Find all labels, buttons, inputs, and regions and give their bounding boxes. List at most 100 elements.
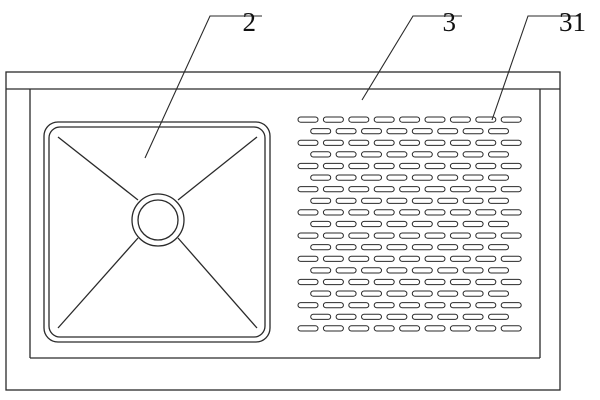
drain-slot xyxy=(411,290,433,297)
drain-slot xyxy=(322,325,344,332)
drain-slot xyxy=(297,186,319,193)
leader-line-2 xyxy=(144,15,262,159)
drain-slot xyxy=(310,220,332,228)
basin-slope-line-bottom-left xyxy=(57,237,139,329)
drain-slot xyxy=(348,302,370,309)
drain-slot xyxy=(373,186,395,193)
drain-slot xyxy=(322,278,344,286)
drain-slot xyxy=(437,197,459,204)
drain-slot xyxy=(424,232,446,239)
drain-slot xyxy=(437,290,459,297)
drain-slot xyxy=(386,313,408,320)
drain-slot xyxy=(386,244,408,251)
drain-slot xyxy=(322,162,344,170)
drain-slot xyxy=(310,244,332,251)
drain-slot xyxy=(386,267,408,274)
basin-slope-line-top-left xyxy=(57,136,139,201)
drain-slot xyxy=(449,162,471,170)
drain-slot xyxy=(424,302,446,309)
drain-slot xyxy=(411,220,433,228)
drain-slot xyxy=(322,209,344,216)
leader-line-3 xyxy=(361,15,462,101)
drain-slot xyxy=(488,151,509,158)
drain-slot xyxy=(399,255,421,262)
drain-slot xyxy=(310,174,332,181)
drain-slot xyxy=(335,174,357,181)
drain-slot xyxy=(335,197,357,204)
drain-slot xyxy=(462,267,484,274)
drain-slot xyxy=(348,209,370,216)
drain-slot xyxy=(310,290,332,297)
drain-slot xyxy=(348,186,370,193)
drain-slot xyxy=(322,116,344,123)
drain-slot xyxy=(310,128,332,135)
drain-slot xyxy=(335,244,357,251)
drain-slot xyxy=(424,186,446,193)
countertop-outer-edge xyxy=(5,71,561,391)
drain-slot xyxy=(386,220,408,228)
drain-slot xyxy=(488,290,509,297)
drain-slot xyxy=(411,128,433,135)
drain-slot xyxy=(424,255,446,262)
drain-slot xyxy=(361,197,382,204)
drain-slot xyxy=(373,302,395,309)
drain-slot xyxy=(475,302,497,309)
drain-slot xyxy=(348,278,370,286)
drain-slot xyxy=(411,197,433,204)
drain-slot xyxy=(335,128,357,135)
drain-slot xyxy=(310,151,332,158)
drain-slot xyxy=(488,174,509,181)
drain-slot xyxy=(500,255,522,262)
leader-line-31 xyxy=(491,15,580,121)
drain-slot xyxy=(475,232,497,239)
drainboard xyxy=(297,116,522,332)
drain-slot xyxy=(449,278,471,286)
drain-slot xyxy=(462,313,484,320)
drain-slot xyxy=(373,255,395,262)
drain-slot xyxy=(462,128,484,135)
drain-slot xyxy=(462,220,484,228)
drain-slot xyxy=(373,278,395,286)
drain-slot xyxy=(310,313,332,320)
drain-slot xyxy=(475,116,497,123)
basin-slope-line-bottom-right xyxy=(177,237,258,329)
drain-slot xyxy=(373,209,395,216)
drain-outer-ring xyxy=(131,193,185,247)
drain-slot xyxy=(297,162,319,170)
drain-slot xyxy=(335,220,357,228)
drain-slot xyxy=(424,116,446,123)
drain-slot xyxy=(297,209,319,216)
drain-slot xyxy=(449,139,471,146)
drain-slot xyxy=(500,116,522,123)
drain-slot xyxy=(500,209,522,216)
drain-slot xyxy=(437,220,459,228)
drain-slot xyxy=(373,325,395,332)
drain-slot xyxy=(411,313,433,320)
drain-slot xyxy=(462,174,484,181)
drain-slot xyxy=(348,325,370,332)
drain-slot xyxy=(500,186,522,193)
drain-slot xyxy=(500,162,522,170)
drain-slot xyxy=(373,139,395,146)
drain-slot xyxy=(462,197,484,204)
drain-slot xyxy=(399,302,421,309)
drain-slot xyxy=(399,139,421,146)
drain-slot xyxy=(322,302,344,309)
drain-slot xyxy=(297,302,319,309)
drain-slot xyxy=(449,186,471,193)
drain-slot xyxy=(361,244,382,251)
drain-slot xyxy=(297,139,319,146)
drain-slot xyxy=(399,278,421,286)
drain-slot xyxy=(437,128,459,135)
drain-slot xyxy=(411,174,433,181)
drain-slot xyxy=(322,186,344,193)
drain-slot xyxy=(475,209,497,216)
drain-slot xyxy=(361,151,382,158)
drain-slot xyxy=(297,325,319,332)
drain-slot xyxy=(310,197,332,204)
drain-slot xyxy=(373,162,395,170)
drain-slot xyxy=(373,116,395,123)
drain-slot xyxy=(475,139,497,146)
drain-slot xyxy=(449,255,471,262)
drain-slot xyxy=(462,290,484,297)
